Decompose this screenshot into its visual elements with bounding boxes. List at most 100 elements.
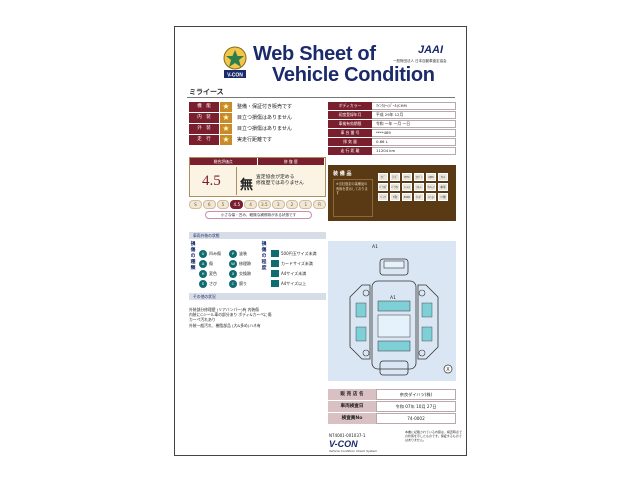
scale-note: 小さな傷・凹み、軽微な補修跡がある状態です	[205, 211, 312, 219]
scale-step-active: 4.5	[230, 200, 244, 209]
legend-text: 腐り	[239, 280, 247, 286]
legend-level-item: カードサイズ未満	[271, 253, 313, 267]
damage-code-icon: A	[199, 259, 207, 268]
dealer-table: 販 売 店 名奈良ダイハツ(株) 車両検査日令和 07年 10月 27日 検査員…	[328, 389, 456, 425]
spec-key: 走 行 距 離	[328, 147, 372, 155]
legend-type-label: 損傷の種類	[190, 242, 196, 271]
repair-text-line: 修復歴ではありません	[256, 181, 304, 186]
legend-title: 車両外装の状態	[189, 232, 326, 239]
footer-logo: V-CON	[329, 439, 358, 449]
svg-text:V-CON: V-CON	[227, 73, 243, 79]
dealer-value: 74-0002	[376, 413, 456, 424]
damage-level-icon	[271, 270, 279, 277]
equipment-item: ｻﾝﾙｰﾌ	[426, 183, 436, 191]
damage-code-icon: U	[199, 249, 207, 258]
scale-step: 1	[299, 200, 313, 209]
damage-code-icon: W	[229, 259, 237, 268]
legend-text: 500円玉サイズ未満	[281, 250, 317, 256]
legend-text: A4サイズ以上	[281, 280, 307, 286]
legend-text: A4サイズ未満	[281, 270, 307, 276]
notes-line: 内装にCシール車の部分あり ボディ&カーペに傷	[189, 312, 272, 318]
legend-text: 凹み傷	[209, 250, 221, 256]
score-header: 総合評価点 修 復 歴	[190, 158, 325, 165]
dealer-key: 検査員No	[328, 413, 376, 424]
sheet-title-line2: Vehicle Condition	[272, 64, 435, 86]
scale-step: 6	[202, 200, 216, 209]
spec-key: ボディカラー	[328, 102, 372, 110]
dealer-value: 令和 07年 10月 27日	[376, 401, 456, 412]
equipment-item: ﾃﾚﾋﾞ	[390, 173, 400, 181]
legend-text: さび	[209, 280, 217, 286]
scale-step: 2	[285, 200, 299, 209]
equipment-item: 本革	[438, 183, 448, 191]
spec-row: 車検有効期限令和 一年 一月 一日	[328, 120, 456, 128]
scale-step: 4	[244, 200, 257, 209]
equipment-item: ﾍﾞﾝﾁ	[378, 193, 388, 201]
scale-step: 3.5	[257, 200, 271, 209]
spec-value: ﾏｲﾝｶﾗｰ(ﾊﾟｰﾙ)CHM	[372, 102, 456, 110]
damage-marker-a1-body: A1	[390, 295, 396, 301]
spec-value: 平成 29年 12月	[372, 111, 456, 119]
notes-line: カーペ汚れあり	[189, 317, 216, 323]
damage-code-icon: X	[229, 269, 237, 278]
status-text: 整備・保証付き販売です	[237, 104, 293, 110]
spec-row: 初度登録年月平成 29年 12月	[328, 111, 456, 119]
footer-system-name: Vehicle Condition Check System	[329, 449, 378, 453]
damage-marker-a1-top: A1	[372, 244, 378, 250]
damage-level-icon	[271, 280, 279, 287]
equipment-item: 4WD	[402, 193, 412, 201]
spec-value: 0.66 L	[372, 138, 456, 146]
equipment-title: 装 備 品	[333, 171, 352, 177]
spec-row: 車 台 番 号****489	[328, 129, 456, 137]
vehicle-diagram: X A1 A1	[328, 241, 456, 381]
sheet-code: N74001-001037-1	[329, 433, 366, 438]
dealer-key: 販 売 店 名	[328, 389, 376, 400]
star-icon: ★	[220, 113, 232, 123]
legend-level-item: 500円玉サイズ未満	[271, 243, 317, 257]
equipment-item: 3列	[390, 193, 400, 201]
star-icon: ★	[220, 102, 232, 112]
dealer-row: 車両検査日令和 07年 10月 27日	[328, 401, 456, 412]
legend-text: 塗装	[239, 250, 247, 256]
status-label: 外 装	[189, 124, 219, 134]
equipment-panel: 装 備 品 ※当社指定の装備品の有無を表示しております ﾅﾋﾞ ﾃﾚﾋﾞ ETC…	[328, 165, 456, 221]
score-header-label: 総合評価点	[190, 158, 258, 165]
equipment-item: ｷｰﾚｽ	[402, 183, 412, 191]
status-row-exterior: 外 装 ★ 目立つ損傷はありません	[189, 124, 329, 134]
dealer-row: 販 売 店 名奈良ダイハツ(株)	[328, 389, 456, 400]
scale-step: 3	[271, 200, 285, 209]
vcon-logo-icon: V-CON	[223, 46, 247, 79]
damage-code-icon: P	[229, 249, 237, 258]
damage-marker-x: X	[446, 367, 450, 373]
repair-text-line: 査定協会が定める	[256, 175, 295, 180]
status-text: 目立つ損傷はありません	[237, 115, 292, 121]
legend-text: カードサイズ未満	[281, 260, 313, 266]
equipment-item: ｱﾙﾐ	[438, 173, 448, 181]
legend-text: 交換跡	[239, 270, 251, 276]
legend-level-label: 損傷の程度	[261, 242, 267, 271]
star-icon: ★	[220, 124, 232, 134]
footer-disclaimer: 本書に記載されている内容は、検査時点での状態を示したものです。保証するものではあ…	[405, 430, 462, 442]
legend-text: 修理跡	[239, 260, 251, 266]
damage-code-icon: H	[199, 269, 207, 278]
equipment-item: ETC	[402, 173, 412, 181]
legend-text: 変色	[209, 270, 217, 276]
damage-level-icon	[271, 260, 279, 267]
legend-level-item: A4サイズ未満	[271, 263, 306, 277]
spec-key: 排 気 量	[328, 138, 372, 146]
vehicle-condition-sheet: V-CON Web Sheet of Vehicle Condition JAA…	[174, 26, 467, 456]
status-label: 機 能	[189, 102, 219, 112]
notes-title: その他の状況	[189, 293, 326, 300]
equipment-item: ﾐｯｼｮﾝ	[426, 193, 436, 201]
scale-step: S	[189, 200, 202, 209]
status-label: 走 行	[189, 135, 219, 145]
